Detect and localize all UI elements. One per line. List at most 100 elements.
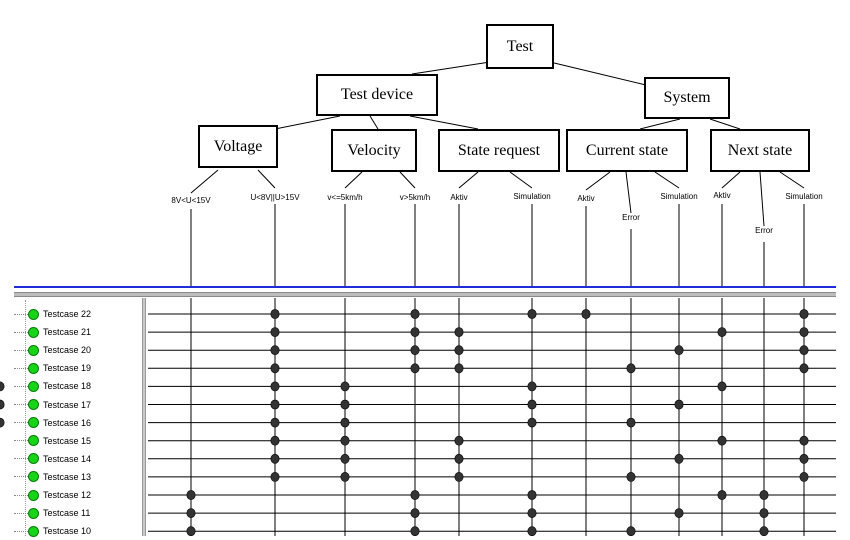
testcase-mark[interactable] xyxy=(340,435,350,446)
testcase-mark[interactable] xyxy=(626,526,636,536)
testcase-tree-item[interactable]: Testcase 17 xyxy=(14,396,91,414)
testcase-mark[interactable] xyxy=(799,435,809,446)
testcase-mark[interactable] xyxy=(527,526,537,536)
status-led-icon xyxy=(28,380,39,392)
root-node[interactable]: Test xyxy=(486,24,554,69)
testcase-mark[interactable] xyxy=(674,453,684,464)
leaf-label-state-request-simulation: Simulation xyxy=(513,192,551,201)
testcase-mark[interactable] xyxy=(454,471,464,482)
testcase-tree-item[interactable]: Testcase 11 xyxy=(14,504,90,522)
testcase-mark[interactable] xyxy=(759,508,769,518)
testcase-tree-item[interactable]: Testcase 13 xyxy=(14,468,91,486)
group-node-system[interactable]: System xyxy=(644,77,730,119)
testcase-mark[interactable] xyxy=(626,471,636,482)
testcase-mark[interactable] xyxy=(410,526,420,536)
testcase-mark[interactable] xyxy=(410,345,420,356)
testcase-mark[interactable] xyxy=(340,417,350,428)
category-node-current-state[interactable]: Current state xyxy=(566,129,688,172)
testcase-mark[interactable] xyxy=(0,417,5,428)
testcase-mark[interactable] xyxy=(799,309,809,319)
testcase-label: Testcase 16 xyxy=(43,417,92,428)
testcase-mark[interactable] xyxy=(799,471,809,482)
testcase-tree-item[interactable]: Testcase 16 xyxy=(14,414,91,432)
testcase-mark[interactable] xyxy=(270,345,280,356)
testcase-mark[interactable] xyxy=(759,526,769,536)
testcase-mark[interactable] xyxy=(527,399,537,410)
testcase-tree-item[interactable]: Testcase 22 xyxy=(14,305,91,323)
testcase-mark[interactable] xyxy=(717,435,727,446)
testcase-mark[interactable] xyxy=(0,381,5,392)
tree-connector xyxy=(14,422,28,424)
tree-connector xyxy=(14,404,28,405)
testcase-mark[interactable] xyxy=(454,327,464,337)
testcase-tree-item[interactable]: Testcase 18 xyxy=(14,377,91,395)
testcase-mark[interactable] xyxy=(270,399,280,410)
testcase-mark[interactable] xyxy=(799,363,809,374)
testcase-mark[interactable] xyxy=(799,327,809,337)
testcase-tree-item[interactable]: Testcase 10 xyxy=(14,522,91,540)
testcase-label: Testcase 19 xyxy=(43,363,92,374)
testcase-mark[interactable] xyxy=(527,508,537,518)
testcase-mark[interactable] xyxy=(270,471,280,482)
testcase-mark[interactable] xyxy=(799,345,809,356)
testcase-mark[interactable] xyxy=(270,309,280,319)
testcase-mark[interactable] xyxy=(270,327,280,337)
testcase-tree-item[interactable]: Testcase 19 xyxy=(14,359,91,377)
testcase-mark[interactable] xyxy=(340,471,350,482)
testcase-mark[interactable] xyxy=(674,399,684,410)
testcase-mark[interactable] xyxy=(270,363,280,374)
testcase-mark[interactable] xyxy=(410,490,420,500)
testcase-mark[interactable] xyxy=(454,453,464,464)
testcase-mark[interactable] xyxy=(0,399,5,410)
testcase-mark[interactable] xyxy=(410,327,420,337)
testcase-mark[interactable] xyxy=(454,435,464,446)
testcase-mark[interactable] xyxy=(340,453,350,464)
testcase-tree-item[interactable]: Testcase 15 xyxy=(14,432,91,450)
category-node-state-request[interactable]: State request xyxy=(438,129,560,172)
testcase-mark[interactable] xyxy=(410,363,420,374)
testcase-mark[interactable] xyxy=(527,381,537,392)
testcase-mark[interactable] xyxy=(626,363,636,374)
testcase-mark[interactable] xyxy=(454,345,464,356)
testcase-mark[interactable] xyxy=(270,417,280,428)
testcase-mark[interactable] xyxy=(340,381,350,392)
testcase-mark[interactable] xyxy=(717,327,727,337)
testcase-mark[interactable] xyxy=(410,508,420,518)
testcase-mark[interactable] xyxy=(759,490,769,500)
testcase-mark[interactable] xyxy=(186,508,196,518)
testcase-mark[interactable] xyxy=(527,309,537,319)
testcase-mark[interactable] xyxy=(186,490,196,500)
category-node-next-state[interactable]: Next state xyxy=(710,129,810,172)
group-node-test-device[interactable]: Test device xyxy=(316,74,438,116)
testcase-mark[interactable] xyxy=(410,309,420,319)
status-led-icon xyxy=(28,417,39,429)
splitter-bar[interactable] xyxy=(14,292,836,297)
testcase-mark[interactable] xyxy=(674,345,684,356)
testcase-mark[interactable] xyxy=(527,490,537,500)
testcase-mark[interactable] xyxy=(626,417,636,428)
category-node-velocity[interactable]: Velocity xyxy=(331,129,417,172)
testcase-mark[interactable] xyxy=(454,363,464,374)
testcase-mark[interactable] xyxy=(340,399,350,410)
testcase-mark[interactable] xyxy=(581,309,591,319)
testcase-mark[interactable] xyxy=(799,453,809,464)
testcase-tree-item[interactable]: Testcase 14 xyxy=(14,450,91,468)
testcase-tree-item[interactable]: Testcase 21 xyxy=(14,323,91,341)
testcase-mark[interactable] xyxy=(717,490,727,500)
vertical-splitter[interactable] xyxy=(142,298,146,536)
testcase-mark[interactable] xyxy=(270,381,280,392)
testcase-mark[interactable] xyxy=(270,435,280,446)
category-node-voltage[interactable]: Voltage xyxy=(198,125,278,168)
tree-trunk-line xyxy=(25,300,26,536)
testcase-mark[interactable] xyxy=(527,417,537,428)
testcase-tree-item[interactable]: Testcase 20 xyxy=(14,341,91,359)
testcase-mark[interactable] xyxy=(270,453,280,464)
testcase-label: Testcase 11 xyxy=(43,508,91,519)
testcase-tree-item[interactable]: Testcase 12 xyxy=(14,486,91,504)
tree-connector xyxy=(14,530,28,532)
testcase-mark[interactable] xyxy=(186,526,196,536)
testcase-mark[interactable] xyxy=(717,381,727,392)
testcase-mark[interactable] xyxy=(674,508,684,518)
